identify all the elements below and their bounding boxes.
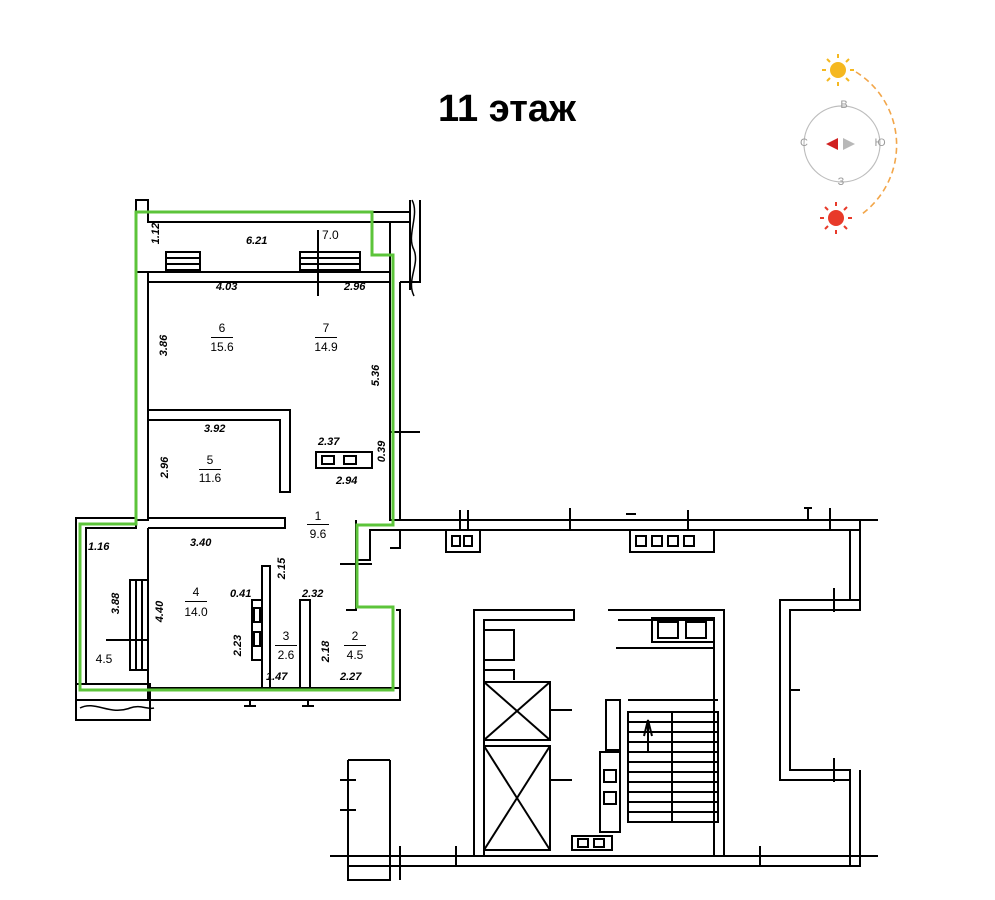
dimension-label: 2.32 (302, 588, 324, 600)
sun-path-arc (855, 71, 898, 215)
room-area: 14.9 (314, 340, 338, 354)
wall-break-line (79, 705, 155, 711)
dimension-label: 5.36 (370, 364, 383, 387)
walls (75, 199, 878, 881)
dimension-label: 4.03 (216, 281, 238, 293)
dimension-label: 3.86 (158, 334, 171, 357)
dimension-label: 0.41 (230, 588, 252, 600)
dimension-label: 3.92 (204, 423, 226, 435)
dimension-label: 2.15 (276, 557, 289, 580)
room-divider (344, 645, 366, 646)
compass-south-label: З (837, 176, 845, 188)
room-number: 7 (322, 321, 330, 335)
compass-west-label: С (800, 137, 808, 149)
balcony-area: 4.5 (95, 652, 113, 666)
compass (803, 71, 898, 215)
room-number: 6 (218, 321, 226, 335)
room-area: 9.6 (309, 527, 327, 541)
room-divider (211, 337, 233, 338)
room-area: 15.6 (210, 340, 234, 354)
room-number: 3 (282, 629, 290, 643)
dimension-label: 3.40 (190, 537, 212, 549)
compass-ring (803, 105, 881, 183)
dimension-label: 0.39 (376, 440, 389, 463)
compass-north-label: В (840, 99, 848, 111)
east-arrow-icon (843, 138, 855, 150)
dimension-label: 1.16 (88, 541, 110, 553)
dimension-label: 2.96 (159, 456, 172, 479)
wall-break-line (410, 199, 417, 297)
compass-east-label: Ю (874, 137, 886, 149)
dimension-label: 2.27 (340, 671, 362, 683)
dimension-label: 4.40 (154, 600, 167, 623)
room-divider (185, 601, 207, 602)
room-area: 14.0 (184, 605, 208, 619)
west-arrow-icon (826, 138, 838, 150)
page-title: 11 этаж (438, 88, 576, 130)
area-label: 7.0 (322, 228, 339, 242)
dimension-label: 2.94 (336, 475, 358, 487)
dimension-label: 1.47 (266, 671, 288, 683)
room-number: 1 (314, 509, 322, 523)
room-divider (199, 469, 221, 470)
dimension-label: 2.18 (320, 640, 333, 663)
apartment-outline (78, 210, 395, 692)
dimension-label: 1.12 (150, 222, 163, 245)
room-divider (275, 645, 297, 646)
room-area: 11.6 (198, 471, 222, 485)
sunrise-icon (822, 54, 854, 86)
room-number: 2 (351, 629, 359, 643)
room-divider (307, 524, 329, 525)
sunset-icon (820, 202, 852, 234)
room-area: 4.5 (346, 648, 364, 662)
room-area: 2.6 (277, 648, 295, 662)
dimension-label: 6.21 (246, 235, 268, 247)
room-divider (315, 337, 337, 338)
dimension-label: 2.23 (232, 634, 245, 657)
dimension-label: 3.88 (110, 592, 123, 615)
room-number: 5 (206, 453, 214, 467)
dimension-label: 2.96 (344, 281, 366, 293)
dimension-label: 2.37 (318, 436, 340, 448)
room-number: 4 (192, 585, 200, 599)
